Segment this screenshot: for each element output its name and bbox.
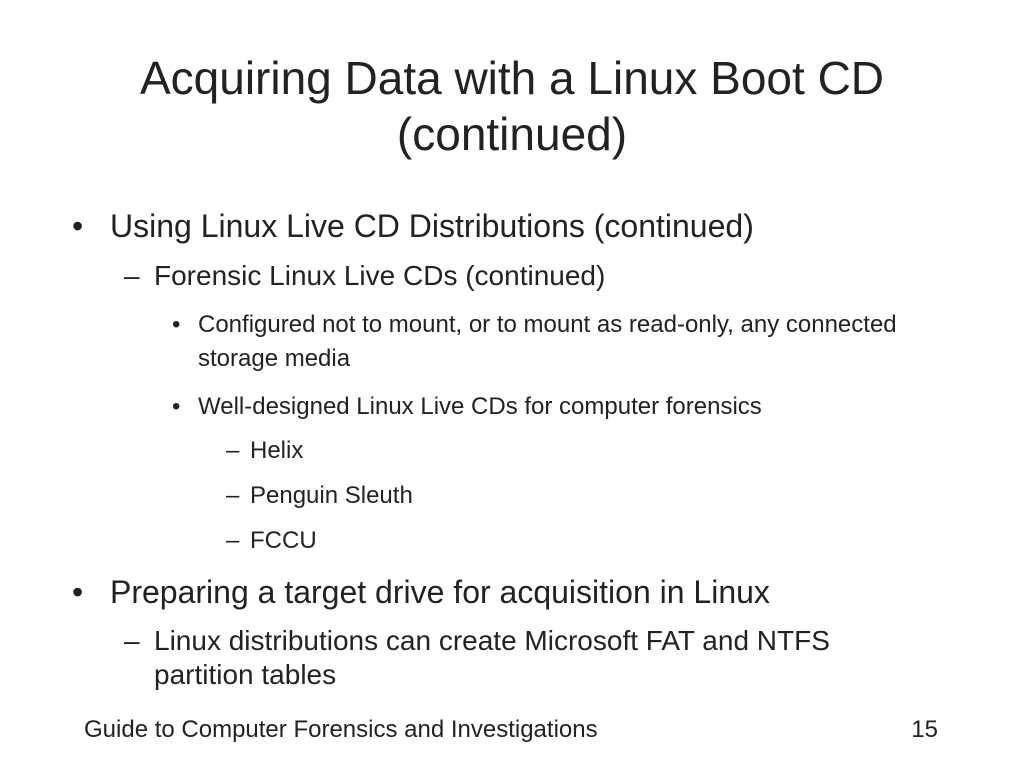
bullet-text: Using Linux Live CD Distributions (conti… — [110, 208, 754, 244]
sub-item-text: Linux distributions can create Microsoft… — [154, 625, 830, 690]
footer-page-number: 15 — [911, 716, 938, 743]
list-item-text: Helix — [250, 437, 304, 464]
sub-sub-item-read-only-mount: • Configured not to mount, or to mount a… — [172, 308, 932, 376]
list-item-text: FCCU — [250, 527, 317, 554]
sub-item-fat-ntfs-partitions: – Linux distributions can create Microso… — [124, 624, 904, 692]
sub-sub-item-text: Well-designed Linux Live CDs for compute… — [198, 393, 762, 420]
sub-sub-item-text: Configured not to mount, or to mount as … — [198, 311, 897, 372]
slide-title: Acquiring Data with a Linux Boot CD (con… — [60, 50, 964, 162]
list-item-penguin-sleuth: – Penguin Sleuth — [226, 481, 826, 511]
bullet-marker: • — [72, 208, 84, 244]
bullet-marker: • — [172, 311, 181, 338]
bullet-text: Preparing a target drive for acquisition… — [110, 574, 770, 610]
slide-title-line-1: Acquiring Data with a Linux Boot CD — [139, 52, 885, 104]
list-item-text: Penguin Sleuth — [250, 482, 413, 509]
list-item-helix: – Helix — [226, 436, 826, 466]
dash-marker: – — [226, 437, 240, 464]
dash-marker: – — [124, 625, 140, 656]
sub-sub-item-well-designed-cds: • Well-designed Linux Live CDs for compu… — [172, 390, 972, 424]
sub-item-text: Forensic Linux Live CDs (continued) — [154, 260, 606, 291]
bullet-item-live-cd-distributions: • Using Linux Live CD Distributions (con… — [72, 206, 972, 246]
dash-marker: – — [124, 260, 140, 291]
footer-source: Guide to Computer Forensics and Investig… — [84, 716, 598, 743]
dash-marker: – — [226, 527, 240, 554]
bullet-marker: • — [172, 393, 181, 420]
slide-title-line-2: (continued) — [396, 108, 628, 160]
bullet-item-preparing-target-drive: • Preparing a target drive for acquisiti… — [72, 572, 972, 612]
sub-item-forensic-live-cds: – Forensic Linux Live CDs (continued) — [124, 259, 964, 293]
dash-marker: – — [226, 482, 240, 509]
list-item-fccu: – FCCU — [226, 526, 826, 556]
bullet-marker: • — [72, 574, 84, 610]
